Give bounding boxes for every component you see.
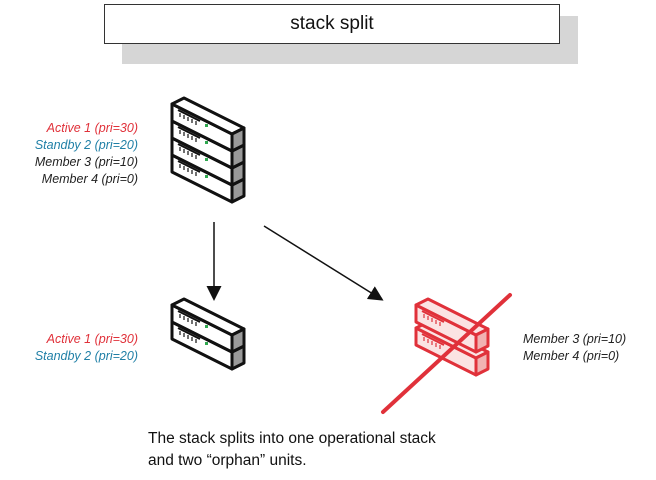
- operational-stack: [170, 297, 246, 371]
- left-label-active-1: Active 1 (pri=30): [46, 332, 138, 346]
- page-title: stack split: [104, 4, 560, 44]
- orphan-units: [381, 293, 512, 414]
- top-label-member-3: Member 3 (pri=10): [34, 155, 138, 169]
- caption-line-1: The stack splits into one operational st…: [148, 430, 436, 447]
- cross-out-mark: [381, 293, 512, 414]
- arrow-diagonal: [263, 225, 384, 301]
- caption: The stack splits into one operational st…: [148, 428, 568, 472]
- caption-line-2: and two “orphan” units.: [148, 452, 307, 469]
- left-label-standby-2: Standby 2 (pri=20): [34, 349, 138, 363]
- top-label-active-1: Active 1 (pri=30): [46, 121, 138, 135]
- right-label-member-3: Member 3 (pri=10): [523, 332, 627, 346]
- right-label-member-4: Member 4 (pri=0): [523, 349, 620, 363]
- top-label-member-4: Member 4 (pri=0): [41, 172, 138, 186]
- top-stack: [170, 96, 246, 204]
- top-label-standby-2: Standby 2 (pri=20): [34, 138, 138, 152]
